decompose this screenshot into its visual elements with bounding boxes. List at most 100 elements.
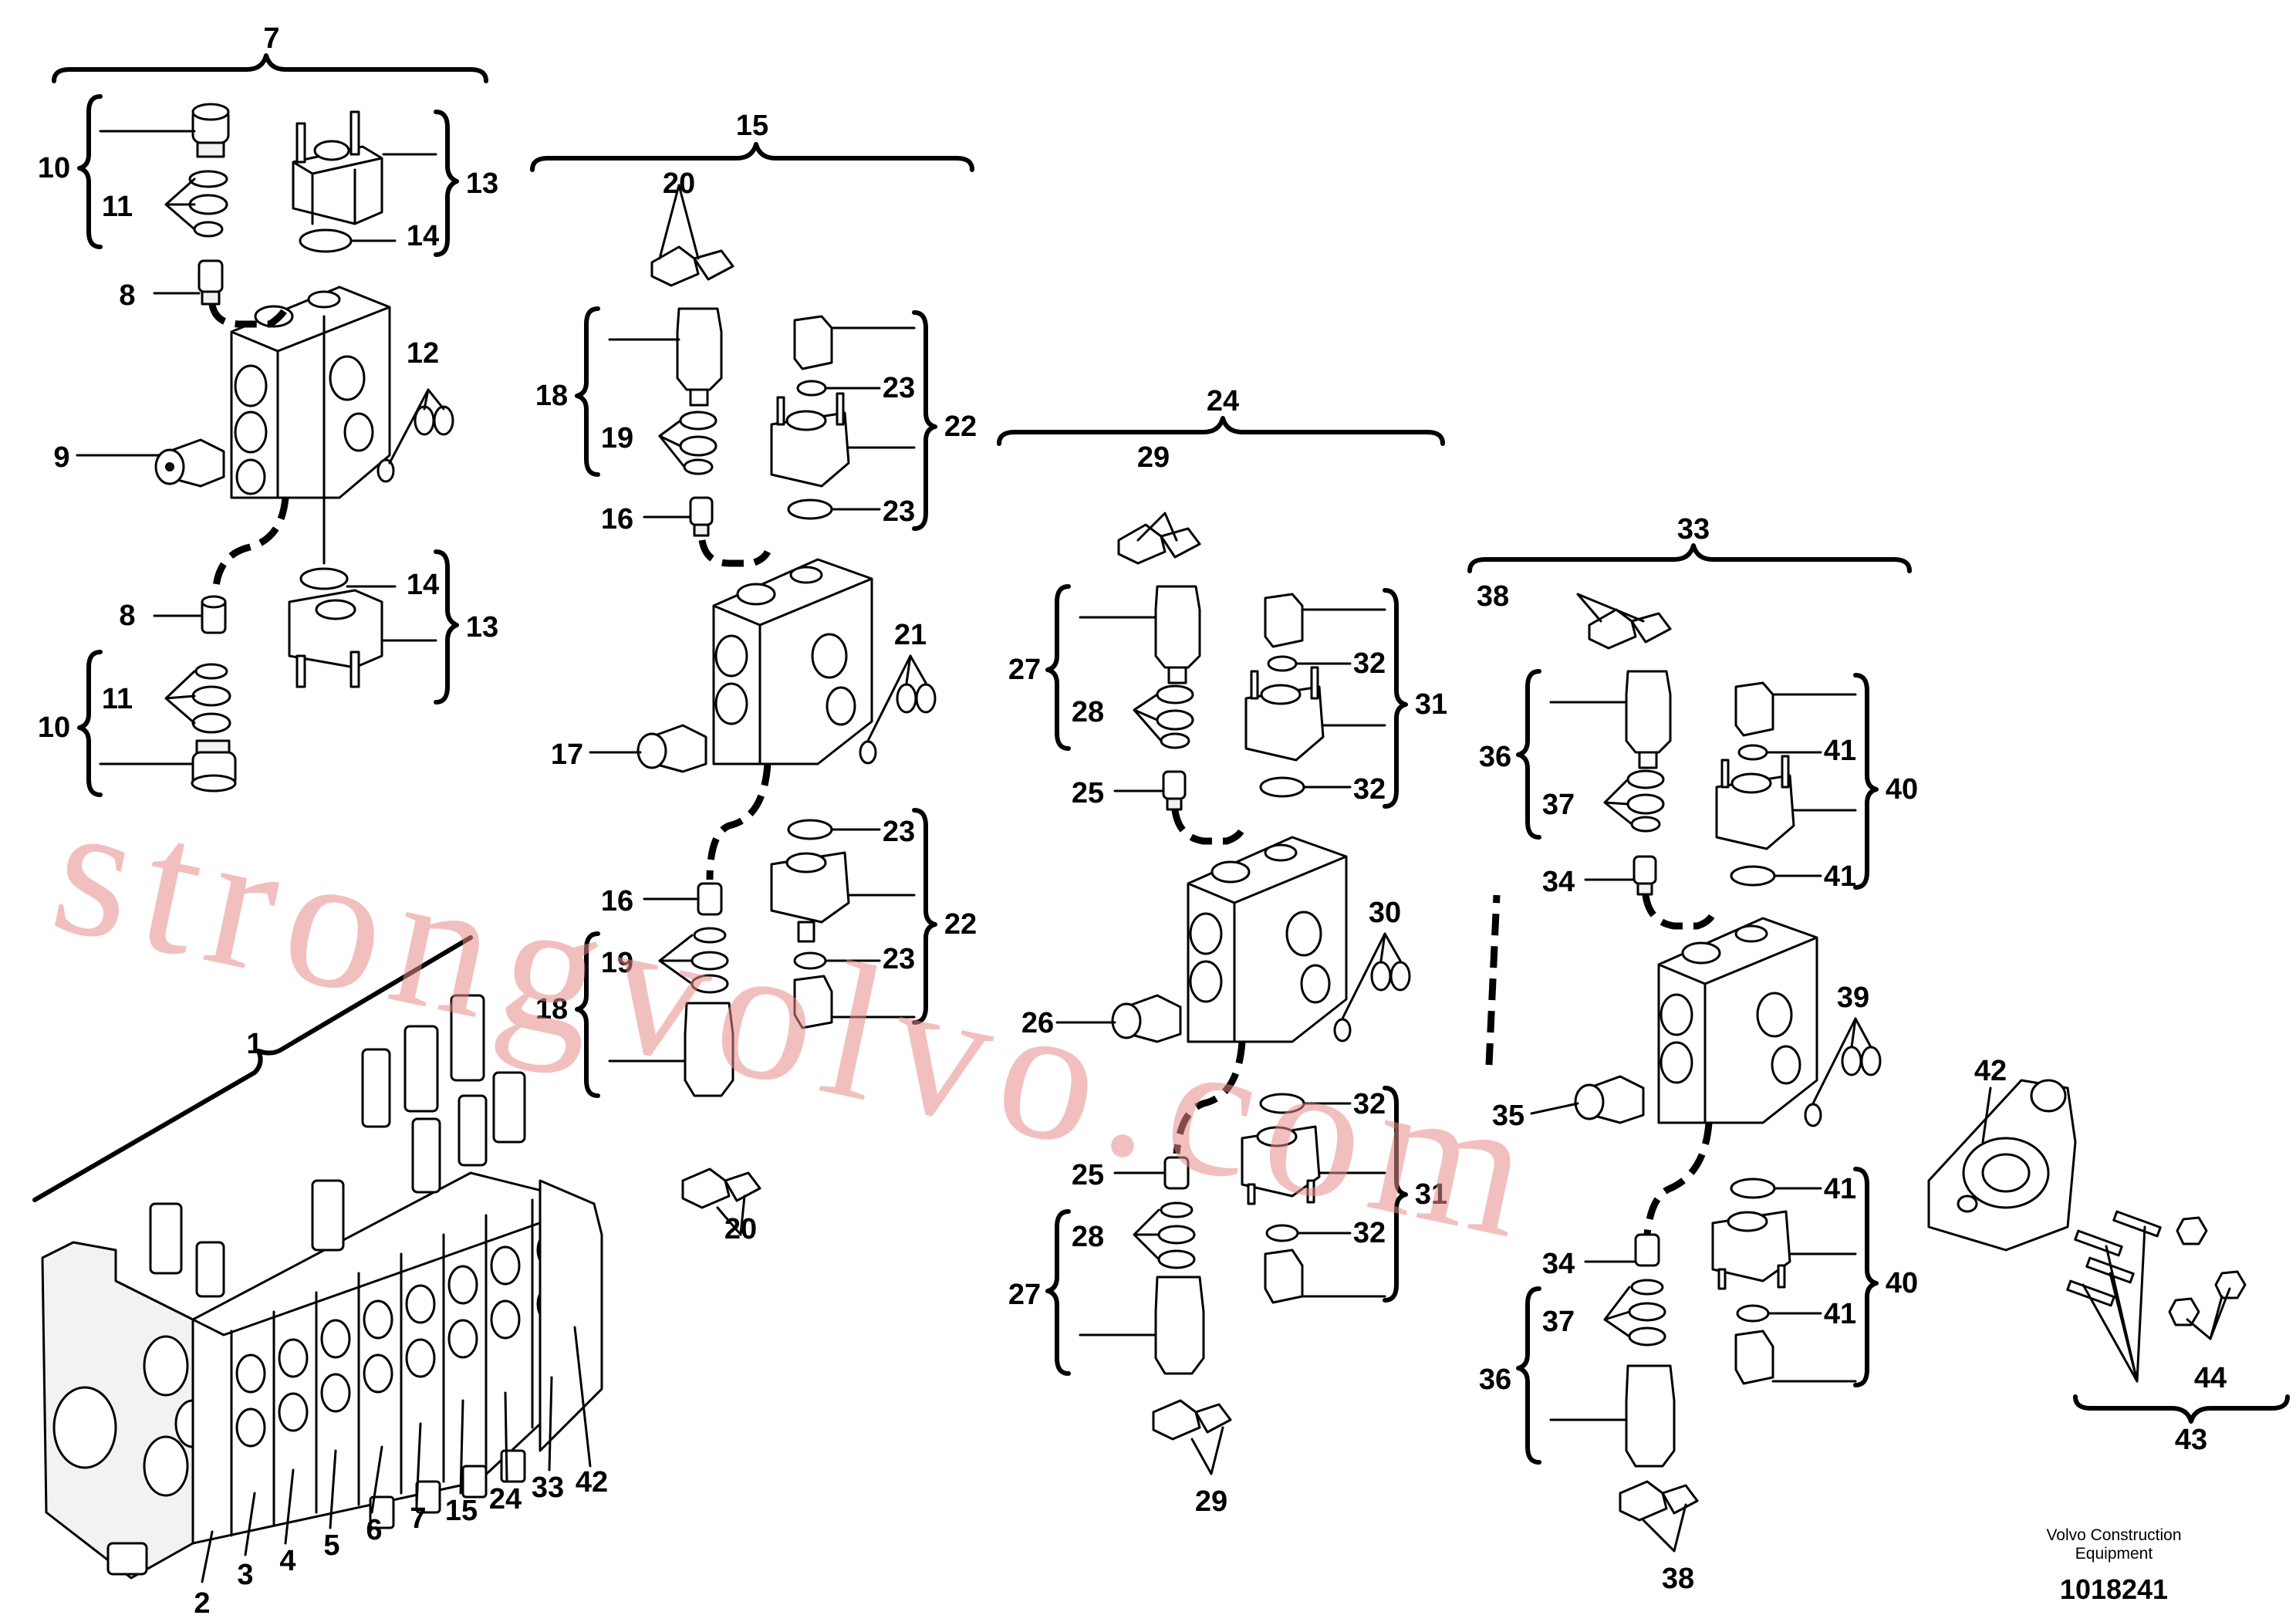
callout: 33 bbox=[532, 1472, 564, 1504]
callout: 4 bbox=[279, 1545, 295, 1577]
cover-31-bottom bbox=[1241, 1125, 1321, 1198]
group-7-parts bbox=[154, 103, 454, 792]
brace-40-bottom bbox=[1853, 1167, 1879, 1387]
bracket-43 bbox=[2073, 1394, 2290, 1424]
callout: 28 bbox=[1072, 1221, 1104, 1253]
callout: 2 bbox=[194, 1587, 210, 1620]
callout: 43 bbox=[2175, 1424, 2207, 1456]
callout: 42 bbox=[576, 1466, 608, 1499]
callout: 39 bbox=[1837, 982, 1869, 1014]
brace-13-top bbox=[434, 110, 459, 257]
bracket-1 bbox=[32, 935, 473, 1202]
cover-13-bottom bbox=[288, 589, 383, 669]
group-15-parts bbox=[636, 245, 937, 1209]
brace-27-bottom bbox=[1045, 1209, 1071, 1376]
callout: 24 bbox=[489, 1483, 522, 1516]
o-ring-14-bottom bbox=[299, 567, 349, 590]
end-cover-group bbox=[1927, 1079, 2247, 1326]
cover-22-bottom bbox=[770, 851, 850, 924]
valve-27-bottom bbox=[1154, 1276, 1205, 1375]
callout: 18 bbox=[535, 380, 568, 412]
nut-33-top bbox=[1734, 681, 1774, 737]
callout: 31 bbox=[1415, 688, 1447, 721]
callout: 14 bbox=[407, 569, 439, 601]
bracket-33 bbox=[1467, 543, 1912, 573]
valve-27-top bbox=[1154, 585, 1201, 669]
callout: 18 bbox=[535, 993, 568, 1026]
callout: 29 bbox=[1137, 441, 1170, 474]
group-24-parts bbox=[1111, 523, 1411, 1441]
callout: 20 bbox=[663, 167, 695, 200]
brace-18-top bbox=[575, 306, 600, 477]
clip-29-bottom bbox=[1152, 1399, 1201, 1441]
callout: 33 bbox=[1677, 513, 1710, 546]
valve-18-top bbox=[676, 307, 723, 391]
callout: 5 bbox=[323, 1529, 339, 1562]
bracket-7 bbox=[52, 53, 488, 83]
nut-44 bbox=[2176, 1216, 2208, 1245]
callout: 19 bbox=[601, 422, 633, 454]
callout: 9 bbox=[53, 441, 69, 474]
callout: 19 bbox=[601, 947, 633, 979]
check-34-top bbox=[1633, 855, 1657, 885]
callout: 30 bbox=[1369, 897, 1401, 929]
o-ring-14-top bbox=[299, 228, 353, 253]
callout: 32 bbox=[1353, 773, 1386, 806]
callout: 6 bbox=[366, 1514, 382, 1546]
callout: 40 bbox=[1886, 773, 1918, 806]
brace-10-bottom bbox=[77, 650, 103, 797]
callout: 12 bbox=[407, 337, 439, 370]
callout: 40 bbox=[1886, 1267, 1918, 1299]
nut-33-bottom bbox=[1734, 1330, 1774, 1385]
callout: 7 bbox=[410, 1502, 426, 1535]
clip-38-bottom bbox=[1619, 1480, 1668, 1522]
clip-20-bottom bbox=[681, 1168, 731, 1209]
check-34-bottom bbox=[1634, 1233, 1660, 1267]
part-number: 1018241 bbox=[2060, 1573, 2168, 1605]
callout: 23 bbox=[883, 372, 915, 404]
check-25-top bbox=[1162, 770, 1187, 800]
callout: 10 bbox=[38, 152, 70, 184]
group-brackets bbox=[32, 53, 2290, 1465]
brace-31-top bbox=[1383, 588, 1408, 809]
callout: 14 bbox=[407, 220, 439, 252]
callout: 23 bbox=[883, 943, 915, 975]
cover-40-bottom bbox=[1711, 1210, 1791, 1282]
brace-36-top bbox=[1516, 669, 1541, 840]
callout: 27 bbox=[1008, 654, 1041, 686]
group-33-parts bbox=[1574, 608, 1882, 1522]
callout: 24 bbox=[1207, 385, 1239, 417]
o-ring-11 bbox=[188, 170, 228, 188]
callout: 23 bbox=[883, 816, 915, 848]
callout: 38 bbox=[1662, 1563, 1694, 1595]
leader-lines bbox=[76, 130, 2231, 1583]
bracket-24 bbox=[997, 416, 1445, 446]
end-plate-42 bbox=[539, 1179, 603, 1452]
callout: 37 bbox=[1542, 1306, 1575, 1338]
callout: 3 bbox=[237, 1559, 253, 1591]
callout: 7 bbox=[263, 22, 279, 55]
brace-18-bottom bbox=[575, 931, 600, 1098]
callout: 41 bbox=[1824, 860, 1856, 893]
callout: 8 bbox=[119, 600, 135, 632]
callout: 28 bbox=[1072, 696, 1104, 728]
callout: 16 bbox=[601, 885, 633, 917]
callout: 15 bbox=[445, 1495, 478, 1527]
brace-27-top bbox=[1045, 584, 1071, 751]
valve-36-top bbox=[1625, 670, 1672, 754]
callout: 22 bbox=[944, 908, 977, 941]
check-8-top bbox=[198, 259, 224, 293]
callout-labels: 7 10 11 13 14 8 12 9 14 8 13 11 10 15 20… bbox=[38, 22, 2227, 1620]
callout: 37 bbox=[1542, 789, 1575, 821]
callout: 41 bbox=[1824, 1173, 1856, 1205]
brace-13-bottom bbox=[434, 549, 459, 705]
top-valve-a bbox=[149, 1202, 183, 1275]
callout: 44 bbox=[2194, 1362, 2227, 1394]
callout: 15 bbox=[736, 110, 768, 142]
callout: 23 bbox=[883, 495, 915, 528]
cover-22-top bbox=[770, 411, 850, 488]
callout: 34 bbox=[1542, 866, 1575, 898]
callout: 13 bbox=[466, 167, 498, 200]
cover-31-top bbox=[1244, 685, 1325, 762]
callout: 25 bbox=[1072, 777, 1104, 809]
